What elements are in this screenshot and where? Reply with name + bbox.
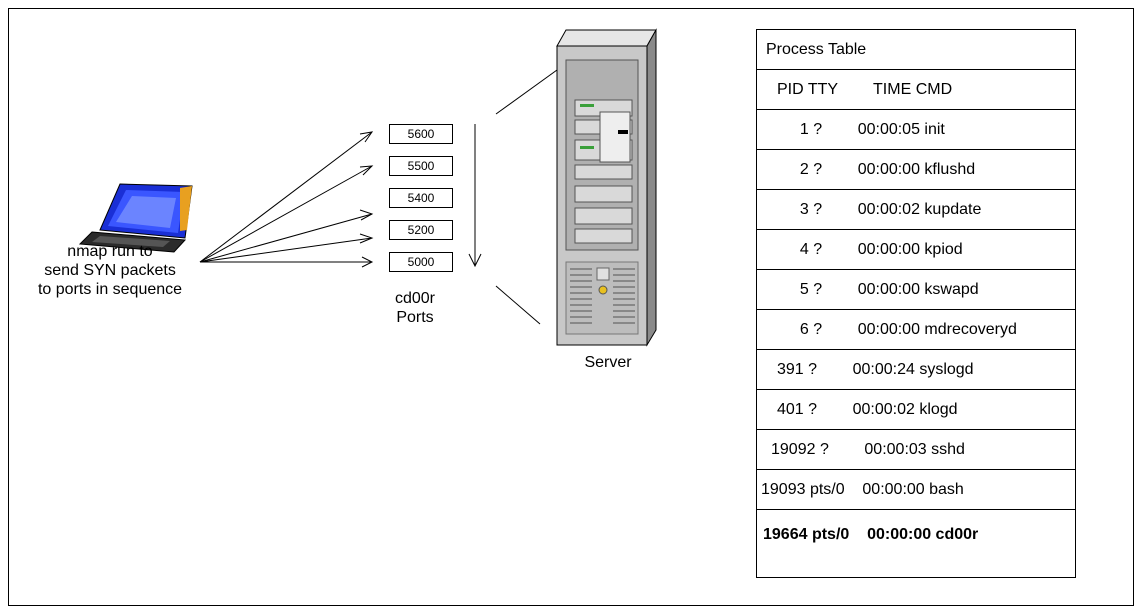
- process-row: 401 ? 00:00:02 klogd: [757, 390, 1075, 430]
- server-caption: Server: [584, 354, 632, 371]
- ports-caption: cd00r Ports: [375, 289, 455, 327]
- process-row: 1 ? 00:00:05 init: [757, 110, 1075, 150]
- client-caption: nmap run to send SYN packets to ports in…: [10, 242, 210, 299]
- diagram-frame: [8, 8, 1134, 606]
- server-callout-lines: [495, 69, 558, 325]
- port-box: 5400: [389, 188, 453, 208]
- client-caption-line-3: to ports in sequence: [37, 281, 183, 298]
- process-table-header: PID TTY TIME CMD: [757, 70, 1075, 110]
- process-row: 19092 ? 00:00:03 sshd: [757, 430, 1075, 470]
- process-row: 4 ? 00:00:00 kpiod: [757, 230, 1075, 270]
- client-caption-line-2: send SYN packets: [44, 262, 176, 279]
- server-icon: [556, 28, 657, 347]
- arrow-to-5600: [199, 131, 373, 263]
- port-box: 5200: [389, 220, 453, 240]
- process-table: Process Table PID TTY TIME CMD 1 ? 00:00…: [756, 29, 1076, 578]
- port-box: 5000: [389, 252, 453, 272]
- process-row: 19093 pts/0 00:00:00 bash: [757, 470, 1075, 510]
- sequence-arrow: [468, 124, 482, 268]
- port-box: 5500: [389, 156, 453, 176]
- process-row: 3 ? 00:00:02 kupdate: [757, 190, 1075, 230]
- arrow-to-5200: [199, 237, 373, 263]
- syn-arrows: [199, 131, 374, 268]
- laptop-icon: [78, 183, 193, 253]
- process-row: 6 ? 00:00:00 mdrecoveryd: [757, 310, 1075, 350]
- process-row-cd00r: 19664 pts/0 00:00:00 cd00r: [763, 526, 979, 543]
- client-caption-line-1: nmap run to: [67, 243, 153, 260]
- process-row: 391 ? 00:00:24 syslogd: [757, 350, 1075, 390]
- ports-caption-line-1: cd00r: [394, 290, 436, 307]
- arrow-to-5400: [199, 213, 373, 263]
- process-row: 2 ? 00:00:00 kflushd: [757, 150, 1075, 190]
- ports-caption-line-2: Ports: [396, 309, 434, 326]
- process-row: 5 ? 00:00:00 kswapd: [757, 270, 1075, 310]
- arrow-to-5500: [199, 165, 373, 263]
- process-table-title: Process Table: [757, 30, 1075, 70]
- port-box: 5600: [389, 124, 453, 144]
